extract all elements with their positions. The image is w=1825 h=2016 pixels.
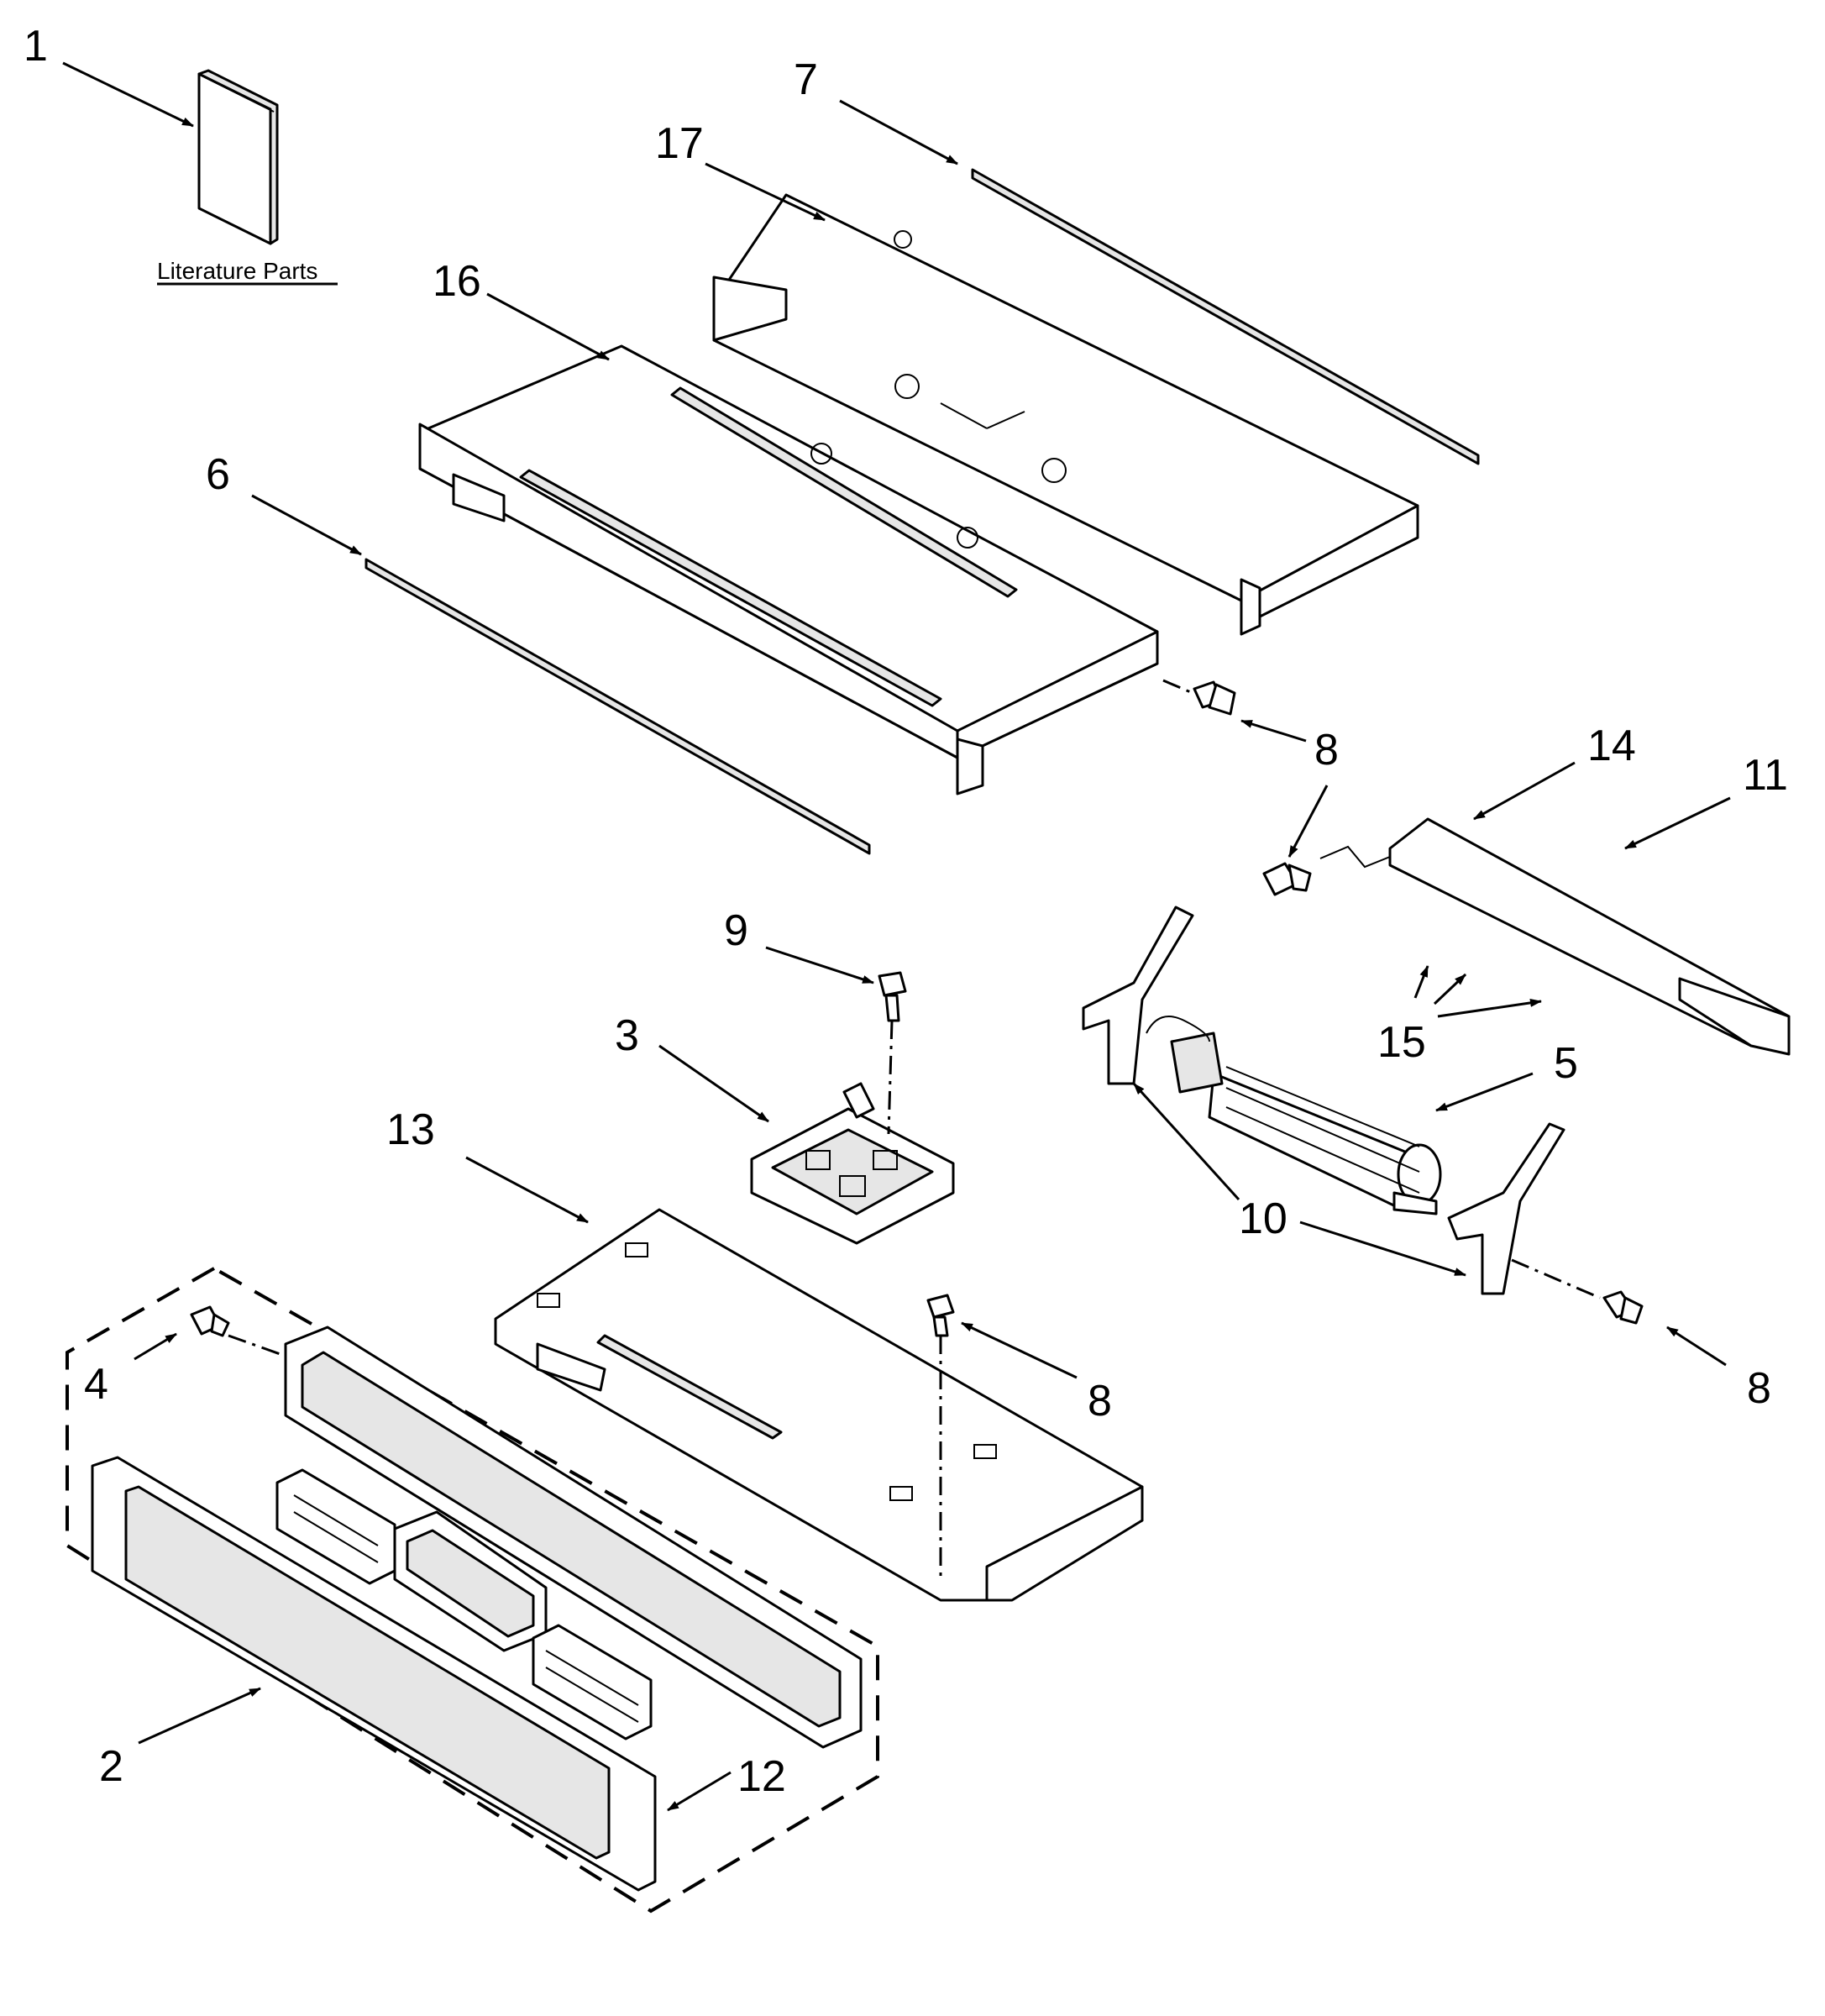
- screw-bottom-right: [1511, 1258, 1644, 1325]
- callout-15: 15: [1377, 1018, 1426, 1067]
- callout-9: 9: [724, 906, 748, 955]
- callout-8-middle: 8: [1088, 1377, 1112, 1425]
- callout-13: 13: [386, 1105, 435, 1154]
- display-window: [393, 1510, 548, 1652]
- rear-seal-strip: [971, 168, 1480, 465]
- callout-5: 5: [1554, 1039, 1578, 1088]
- support-bracket: [1319, 817, 1791, 1056]
- screw-bracket: [1262, 862, 1312, 896]
- control-board: [750, 1082, 955, 1245]
- callout-8-top: 8: [1314, 726, 1339, 774]
- callout-12: 12: [737, 1752, 786, 1801]
- callout-2: 2: [99, 1742, 123, 1791]
- screw-top-right: [1162, 679, 1236, 716]
- front-panel: [91, 1456, 657, 1892]
- callout-3: 3: [615, 1011, 639, 1060]
- fan-bracket-left: [1082, 906, 1194, 1085]
- literature-parts-label: Literature Parts: [157, 258, 317, 284]
- callout-10: 10: [1239, 1194, 1287, 1243]
- left-screw: [190, 1305, 288, 1358]
- cross-flow-fan: [1146, 1016, 1442, 1215]
- callout-11: 11: [1743, 751, 1788, 800]
- board-screw: [878, 971, 907, 1135]
- callout-16: 16: [433, 257, 481, 306]
- main-top-panel: [418, 344, 1159, 795]
- console-frame: [284, 1326, 863, 1749]
- callout-7: 7: [794, 55, 818, 104]
- callout-numbers: 1 2 3 4 5 6 7 8 8 8 9 10 11 12 13 14 15 …: [24, 22, 1788, 1801]
- callout-1: 1: [24, 22, 48, 71]
- leader-lines: [62, 61, 1731, 1812]
- top-cover-panel: [712, 193, 1419, 636]
- plate-screw: [926, 1294, 955, 1579]
- front-seal-strip: [364, 558, 871, 855]
- assembly-boundary: [66, 1266, 879, 1914]
- callout-8-right: 8: [1747, 1364, 1771, 1413]
- right-keypad: [532, 1624, 653, 1740]
- literature-book: [197, 69, 279, 245]
- callout-14: 14: [1587, 722, 1636, 770]
- callout-6: 6: [206, 450, 230, 499]
- callout-17: 17: [655, 119, 704, 168]
- fan-bracket-right: [1447, 1122, 1565, 1295]
- callout-4: 4: [84, 1360, 108, 1409]
- control-mounting-plate: [494, 1208, 1144, 1602]
